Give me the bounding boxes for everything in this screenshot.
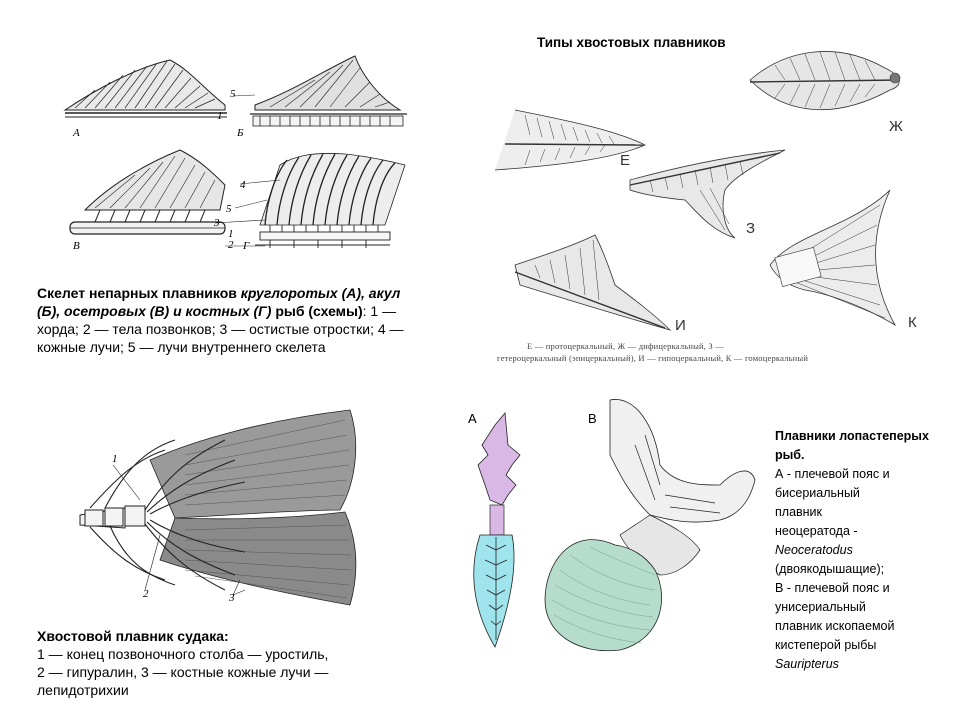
number-5-top: 5 — [230, 88, 236, 100]
number-1-top: 1 — [217, 110, 223, 122]
label-a: А — [73, 127, 80, 139]
zander-number-3: 3 — [229, 592, 235, 604]
fin-g-bony — [214, 94, 406, 248]
letter-e: Е — [620, 152, 631, 169]
letter-i: И — [675, 317, 686, 334]
zander-tail-figure — [79, 409, 357, 606]
number-4: 4 — [240, 179, 246, 191]
lobe-fins-figure — [473, 399, 756, 652]
sauripterus-fin — [544, 399, 756, 652]
neoceratodus-fin — [473, 412, 521, 648]
tail-types-title: Типы хвостовых плавников — [537, 35, 726, 50]
lobe-letter-a: А — [468, 411, 477, 426]
letter-k: К — [908, 314, 917, 331]
number-3: 3 — [214, 217, 220, 229]
tail-zh-diphycercal — [749, 51, 901, 111]
fin-b-shark — [250, 55, 407, 127]
label-v: В — [73, 240, 80, 252]
tail-types-figure — [494, 51, 901, 331]
tail-i-hypocercal — [514, 234, 672, 331]
label-b: Б — [237, 127, 244, 139]
zander-number-1: 1 — [112, 453, 118, 465]
number-5-mid: 5 — [226, 203, 232, 215]
letter-zh: Ж — [889, 118, 903, 135]
number-2: 2 — [228, 239, 234, 251]
zander-caption: Хвостовой плавник судака: 1 — конец позв… — [37, 628, 329, 698]
number-1-bottom: 1 — [228, 228, 234, 240]
unpaired-fins-caption: Скелет непарных плавников круглоротых (А… — [37, 285, 404, 355]
lobe-letter-b: В — [588, 411, 597, 426]
tail-types-caption: Е — протоцеркальный, Ж — дифицеркальный,… — [497, 341, 809, 363]
tail-z-heterocercal — [629, 149, 786, 239]
upper-lobe — [149, 409, 357, 519]
zander-number-2: 2 — [143, 588, 149, 600]
unpaired-fins-figure — [63, 55, 407, 248]
letter-z: З — [746, 220, 756, 237]
label-g: Г — [243, 240, 250, 252]
tail-e-protocercal — [494, 109, 646, 171]
fin-v-sturgeon — [69, 149, 226, 235]
tail-k-homocercal — [769, 189, 897, 327]
fin-a-cyclostome — [63, 59, 227, 118]
lower-lobe — [159, 511, 357, 606]
lobe-fins-caption: Плавники лопастеперых рыб. А - плечевой … — [775, 429, 929, 671]
